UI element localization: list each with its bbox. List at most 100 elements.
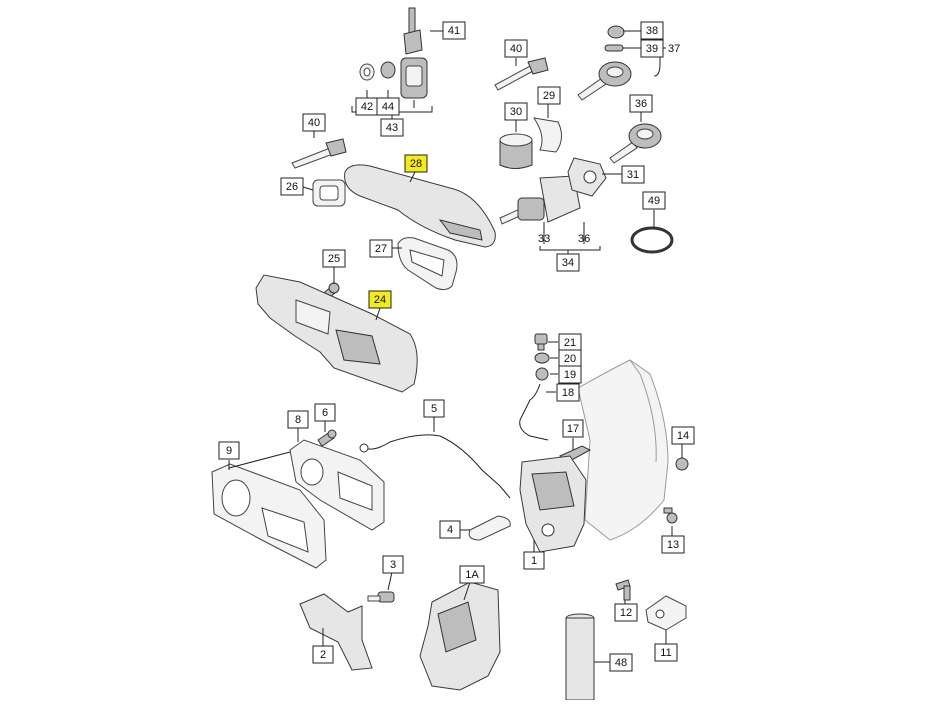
part-21-bolt [534, 333, 548, 351]
part-3-pin [367, 591, 395, 603]
callout-25[interactable]: 25 [322, 249, 346, 268]
callout-label: 28 [410, 158, 422, 170]
callout-26[interactable]: 26 [280, 177, 304, 196]
callout-label: 40 [510, 43, 522, 55]
callout-48[interactable]: 48 [609, 653, 633, 672]
callout-9[interactable]: 9 [218, 441, 240, 460]
callout-label: 39 [646, 43, 658, 55]
callout-31[interactable]: 31 [621, 165, 645, 184]
callout-24-highlighted[interactable]: 24 [368, 290, 392, 309]
callout-20[interactable]: 20 [558, 349, 582, 368]
part-36-key [609, 123, 662, 164]
callout-42[interactable]: 42 [355, 97, 379, 116]
callout-29[interactable]: 29 [537, 86, 561, 105]
part-4-cover [468, 515, 511, 541]
callout-label: 6 [322, 407, 328, 419]
part-14-grommet [675, 457, 689, 471]
callout-11[interactable]: 11 [654, 643, 678, 662]
callout-label: 24 [374, 294, 386, 306]
callout-21[interactable]: 21 [558, 333, 582, 352]
part-44-battery [380, 61, 396, 79]
callout-3[interactable]: 3 [382, 555, 404, 574]
callout-44[interactable]: 44 [376, 97, 400, 116]
part-19-grommet [535, 367, 549, 381]
part-38-cap [607, 25, 625, 39]
callout-label: 49 [648, 195, 660, 207]
callout-19[interactable]: 19 [558, 365, 582, 384]
callout-1A[interactable]: 1A [459, 565, 485, 584]
callout-13[interactable]: 13 [661, 535, 685, 554]
part-31-bracket [567, 157, 607, 197]
callout-label: 1 [531, 555, 537, 567]
callout-label: 9 [226, 445, 232, 457]
part-1-door-lock [519, 455, 587, 553]
callout-label: 36 [635, 98, 647, 110]
callout-label: 29 [543, 90, 555, 102]
callout-36-key[interactable]: 36 [629, 94, 653, 113]
callout-30[interactable]: 30 [504, 102, 528, 121]
callout-39[interactable]: 39 [640, 39, 664, 58]
callout-label: 43 [386, 122, 398, 134]
callout-label: 31 [627, 169, 639, 181]
part-43-remote-housing [400, 57, 428, 99]
callout-4[interactable]: 4 [439, 520, 461, 539]
part-40-key-a [494, 57, 549, 91]
callout-5[interactable]: 5 [423, 399, 445, 418]
callout-label: 26 [286, 181, 298, 193]
callout-label: 21 [564, 337, 576, 349]
callout-27[interactable]: 27 [369, 239, 393, 258]
callout-14[interactable]: 14 [671, 426, 695, 445]
part-12-bolt [615, 579, 631, 601]
part-6-screw [317, 429, 337, 447]
part-28-door-handle [344, 164, 496, 248]
part-37-key [577, 61, 632, 101]
door-frame [577, 359, 669, 541]
callout-label: 25 [328, 253, 340, 265]
callout-8[interactable]: 8 [287, 410, 309, 429]
callout-34[interactable]: 34 [556, 253, 580, 272]
callout-label: 38 [646, 25, 658, 37]
callout-label: 18 [562, 387, 574, 399]
part-24-handle-carrier [255, 274, 418, 393]
group-label-37: 37 [668, 43, 680, 55]
callout-40[interactable]: 40 [504, 39, 528, 58]
part-1A-lock-housing [419, 581, 501, 691]
callout-17[interactable]: 17 [562, 419, 584, 438]
part-8-inner-bezel [289, 439, 385, 531]
callout-label: 2 [320, 649, 326, 661]
callout-label: 19 [564, 369, 576, 381]
callout-2[interactable]: 2 [312, 645, 334, 664]
callout-12[interactable]: 12 [614, 603, 638, 622]
callout-49[interactable]: 49 [642, 191, 666, 210]
part-41-key-blade [403, 7, 423, 55]
callout-28-highlighted[interactable]: 28 [404, 154, 428, 173]
part-40-key-b [291, 138, 347, 169]
callout-label: 12 [620, 607, 632, 619]
part-30-end-cap [499, 133, 533, 169]
part-18-rod [519, 383, 549, 441]
group-label-36: 36 [578, 233, 590, 245]
callout-label: 44 [382, 101, 394, 113]
callout-1[interactable]: 1 [523, 551, 545, 570]
callout-38[interactable]: 38 [640, 21, 664, 40]
part-2-lever [299, 593, 373, 671]
part-11-striker-plate [645, 595, 687, 631]
part-26-seal [312, 179, 346, 207]
callout-label: 30 [510, 106, 522, 118]
leader-lines [228, 23, 683, 663]
part-33-lock-cylinder [499, 175, 581, 225]
callout-43[interactable]: 43 [380, 118, 404, 137]
callout-18[interactable]: 18 [556, 383, 580, 402]
part-49-o-ring [630, 226, 674, 254]
callout-6[interactable]: 6 [314, 403, 336, 422]
callout-label: 27 [375, 243, 387, 255]
callout-label: 41 [448, 25, 460, 37]
callout-41[interactable]: 41 [442, 21, 466, 40]
part-5-cable [359, 434, 511, 499]
part-29-seal [532, 117, 562, 153]
callout-40-lower[interactable]: 40 [302, 113, 326, 132]
callout-label: 48 [615, 657, 627, 669]
callout-label: 4 [447, 524, 453, 536]
